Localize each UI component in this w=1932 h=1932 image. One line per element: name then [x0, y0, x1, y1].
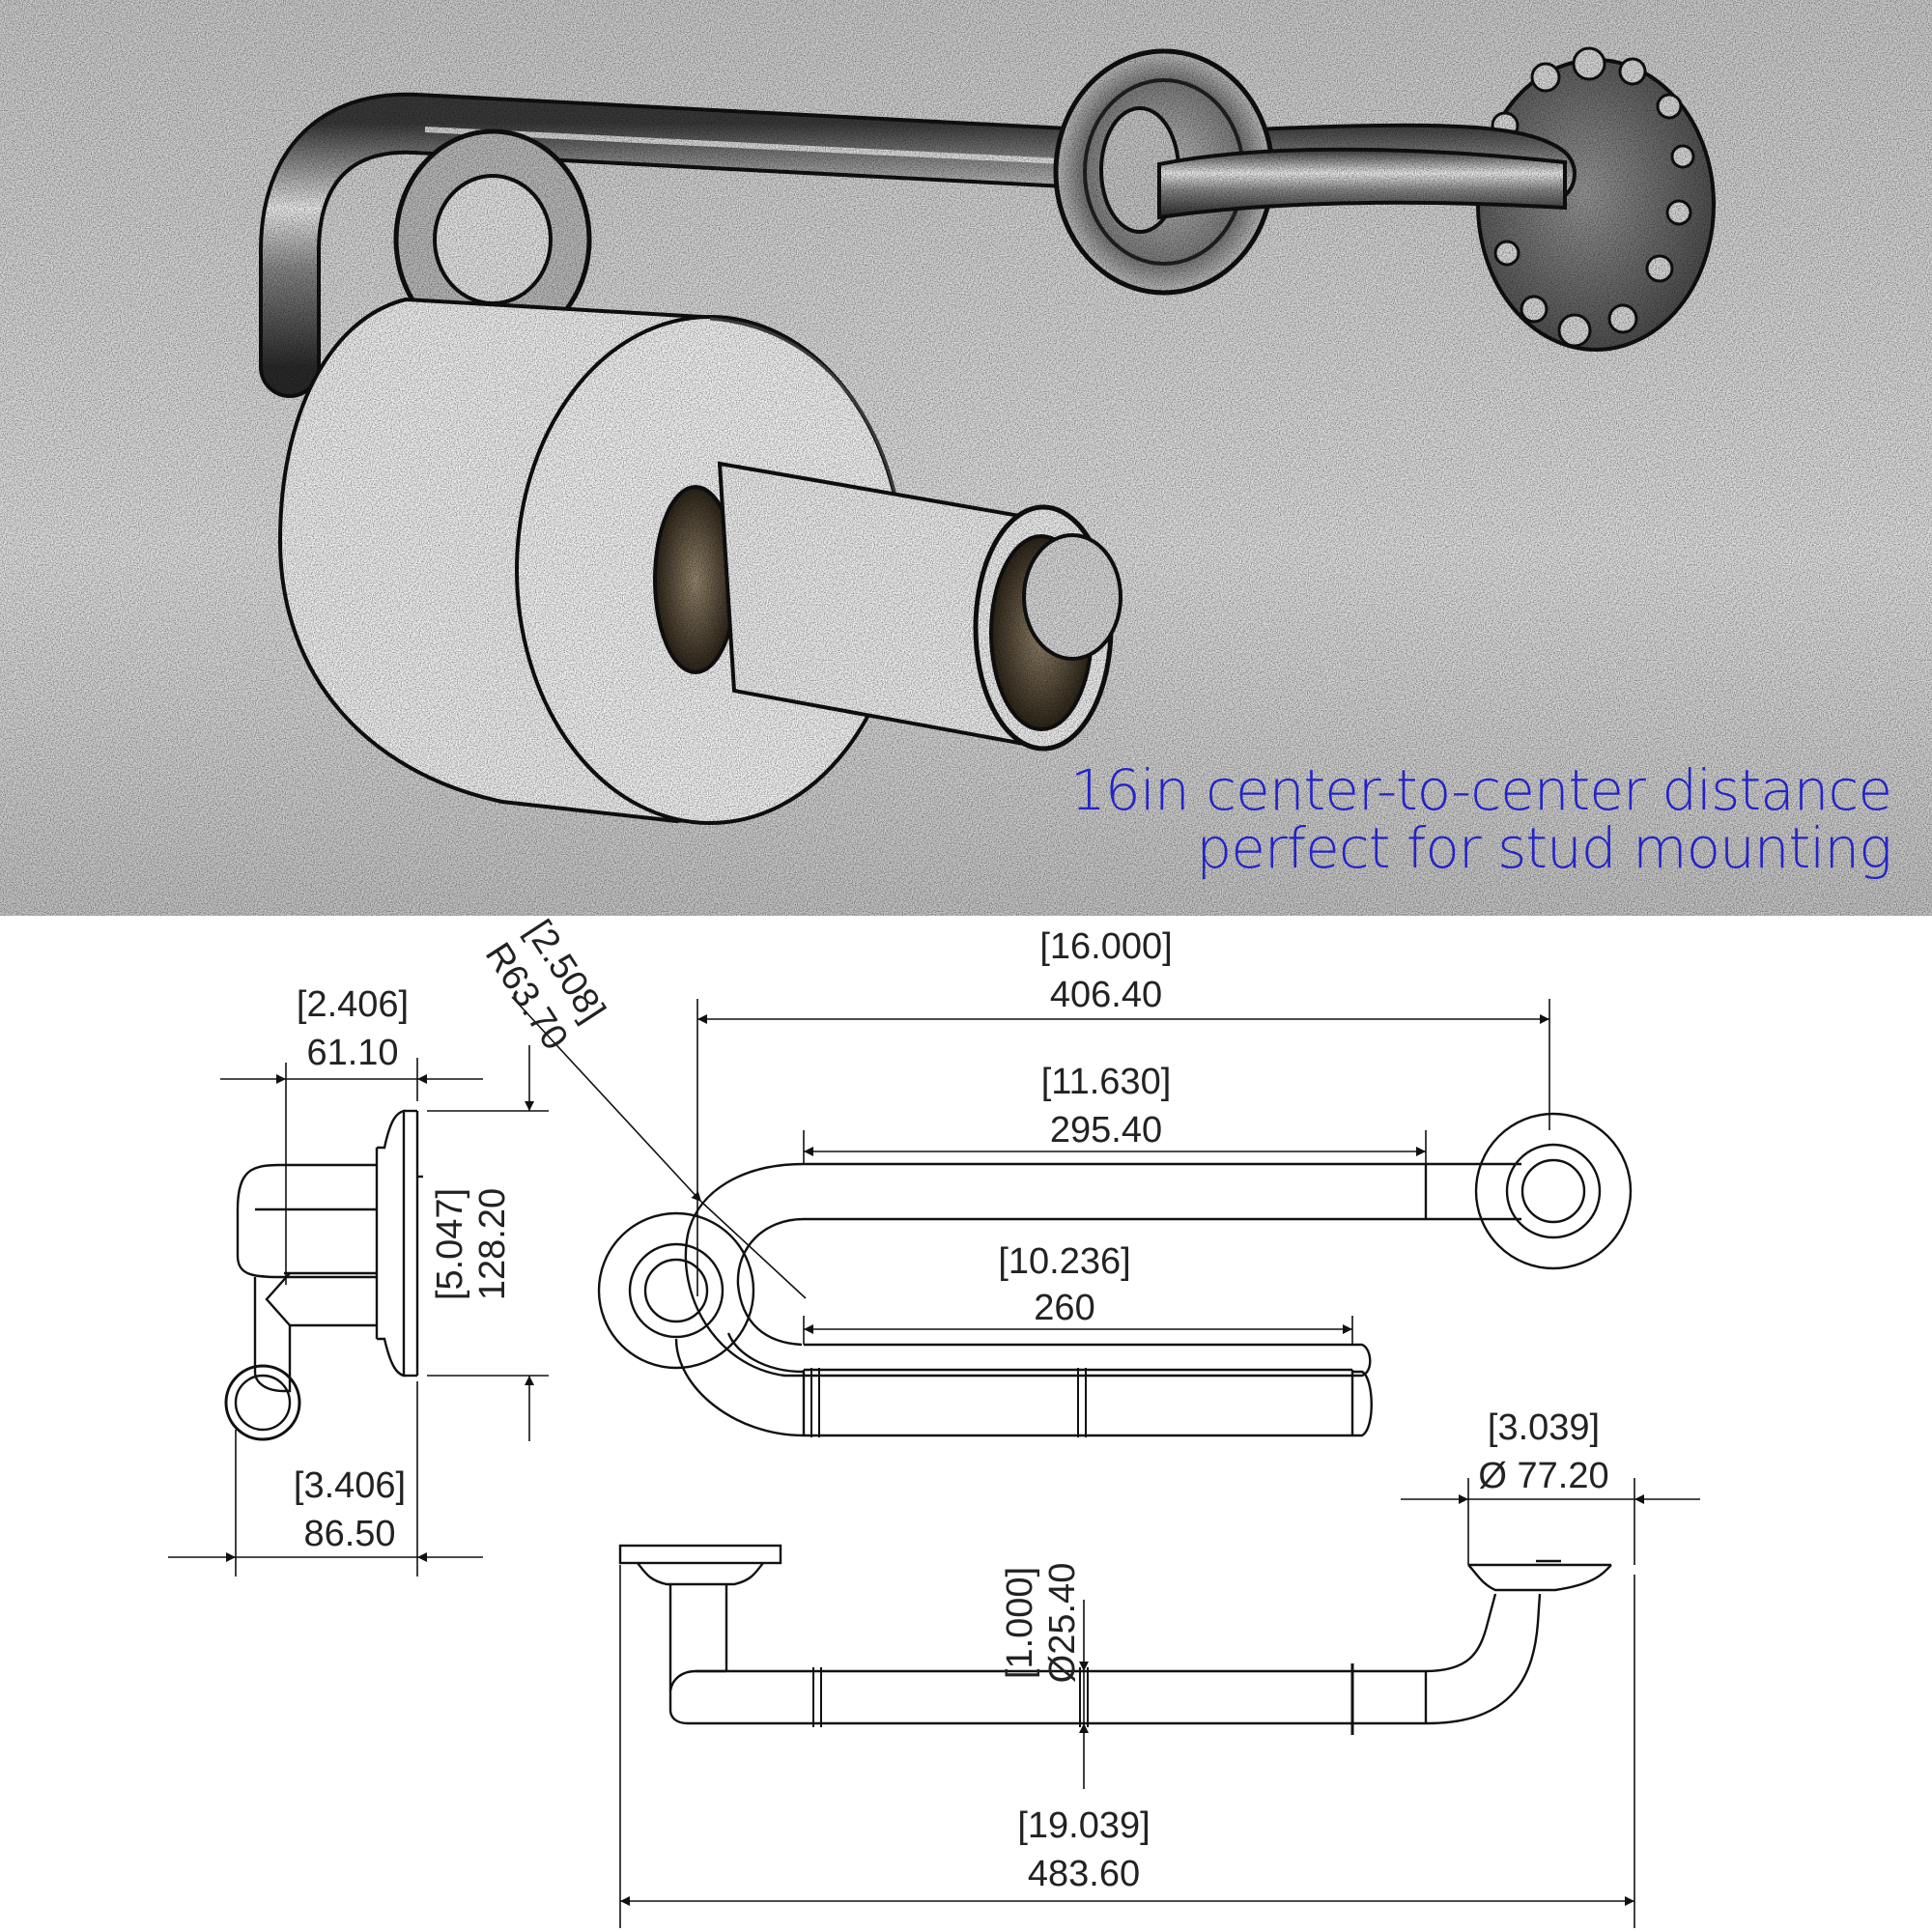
top-view-dimensions — [619, 1478, 1700, 1928]
product-sketch-panel: 16in center-to-center distance perfect f… — [0, 0, 1932, 916]
dim-height-mm: 128.20 — [472, 1188, 513, 1300]
dim-tube-dia-mm: Ø25.40 — [1042, 1563, 1083, 1684]
dim-depth-total-inch: [3.406] — [294, 1465, 406, 1506]
dim-flange-dia-inch: [3.039] — [1488, 1407, 1600, 1448]
dim-center-distance-mm: 406.40 — [1050, 975, 1162, 1015]
dim-depth-top-inch: [2.406] — [297, 984, 409, 1025]
dim-upper-bar-inch: [11.630] — [1041, 1062, 1172, 1102]
dim-flange-dia-mm: Ø 77.20 — [1478, 1456, 1608, 1496]
feature-caption: 16in center-to-center distance perfect f… — [1070, 757, 1892, 881]
dim-overall-length-mm: 483.60 — [1028, 1854, 1140, 1894]
front-view — [597, 1112, 1633, 1437]
side-view-dimensions — [168, 1045, 549, 1577]
technical-drawing: [2.406] 61.10 [2.508] R63.70 [16.000] 40… — [168, 916, 1700, 1928]
dim-upper-bar-mm: 295.40 — [1050, 1110, 1162, 1151]
dim-lower-bar-mm: 260 — [1034, 1288, 1094, 1328]
dim-center-distance-inch: [16.000] — [1039, 926, 1172, 967]
dim-height-inch: [5.047] — [430, 1188, 470, 1300]
side-view — [224, 1109, 423, 1441]
product-sketch-image — [0, 0, 1932, 916]
dim-tube-dia-inch: [1.000] — [1000, 1567, 1040, 1679]
dim-depth-top-mm: 61.10 — [306, 1033, 398, 1073]
caption-line-1: 16in center-to-center distance — [1070, 757, 1892, 823]
front-view-dimensions — [511, 996, 1550, 1345]
caption-line-2: perfect for stud mounting — [1196, 815, 1892, 881]
top-view — [618, 1544, 1612, 1735]
dim-lower-bar-inch: [10.236] — [998, 1241, 1130, 1282]
dimension-labels: [2.406] 61.10 [2.508] R63.70 [16.000] 40… — [294, 916, 1609, 1894]
dim-depth-total-mm: 86.50 — [303, 1514, 395, 1554]
dim-overall-length-inch: [19.039] — [1017, 1805, 1150, 1846]
